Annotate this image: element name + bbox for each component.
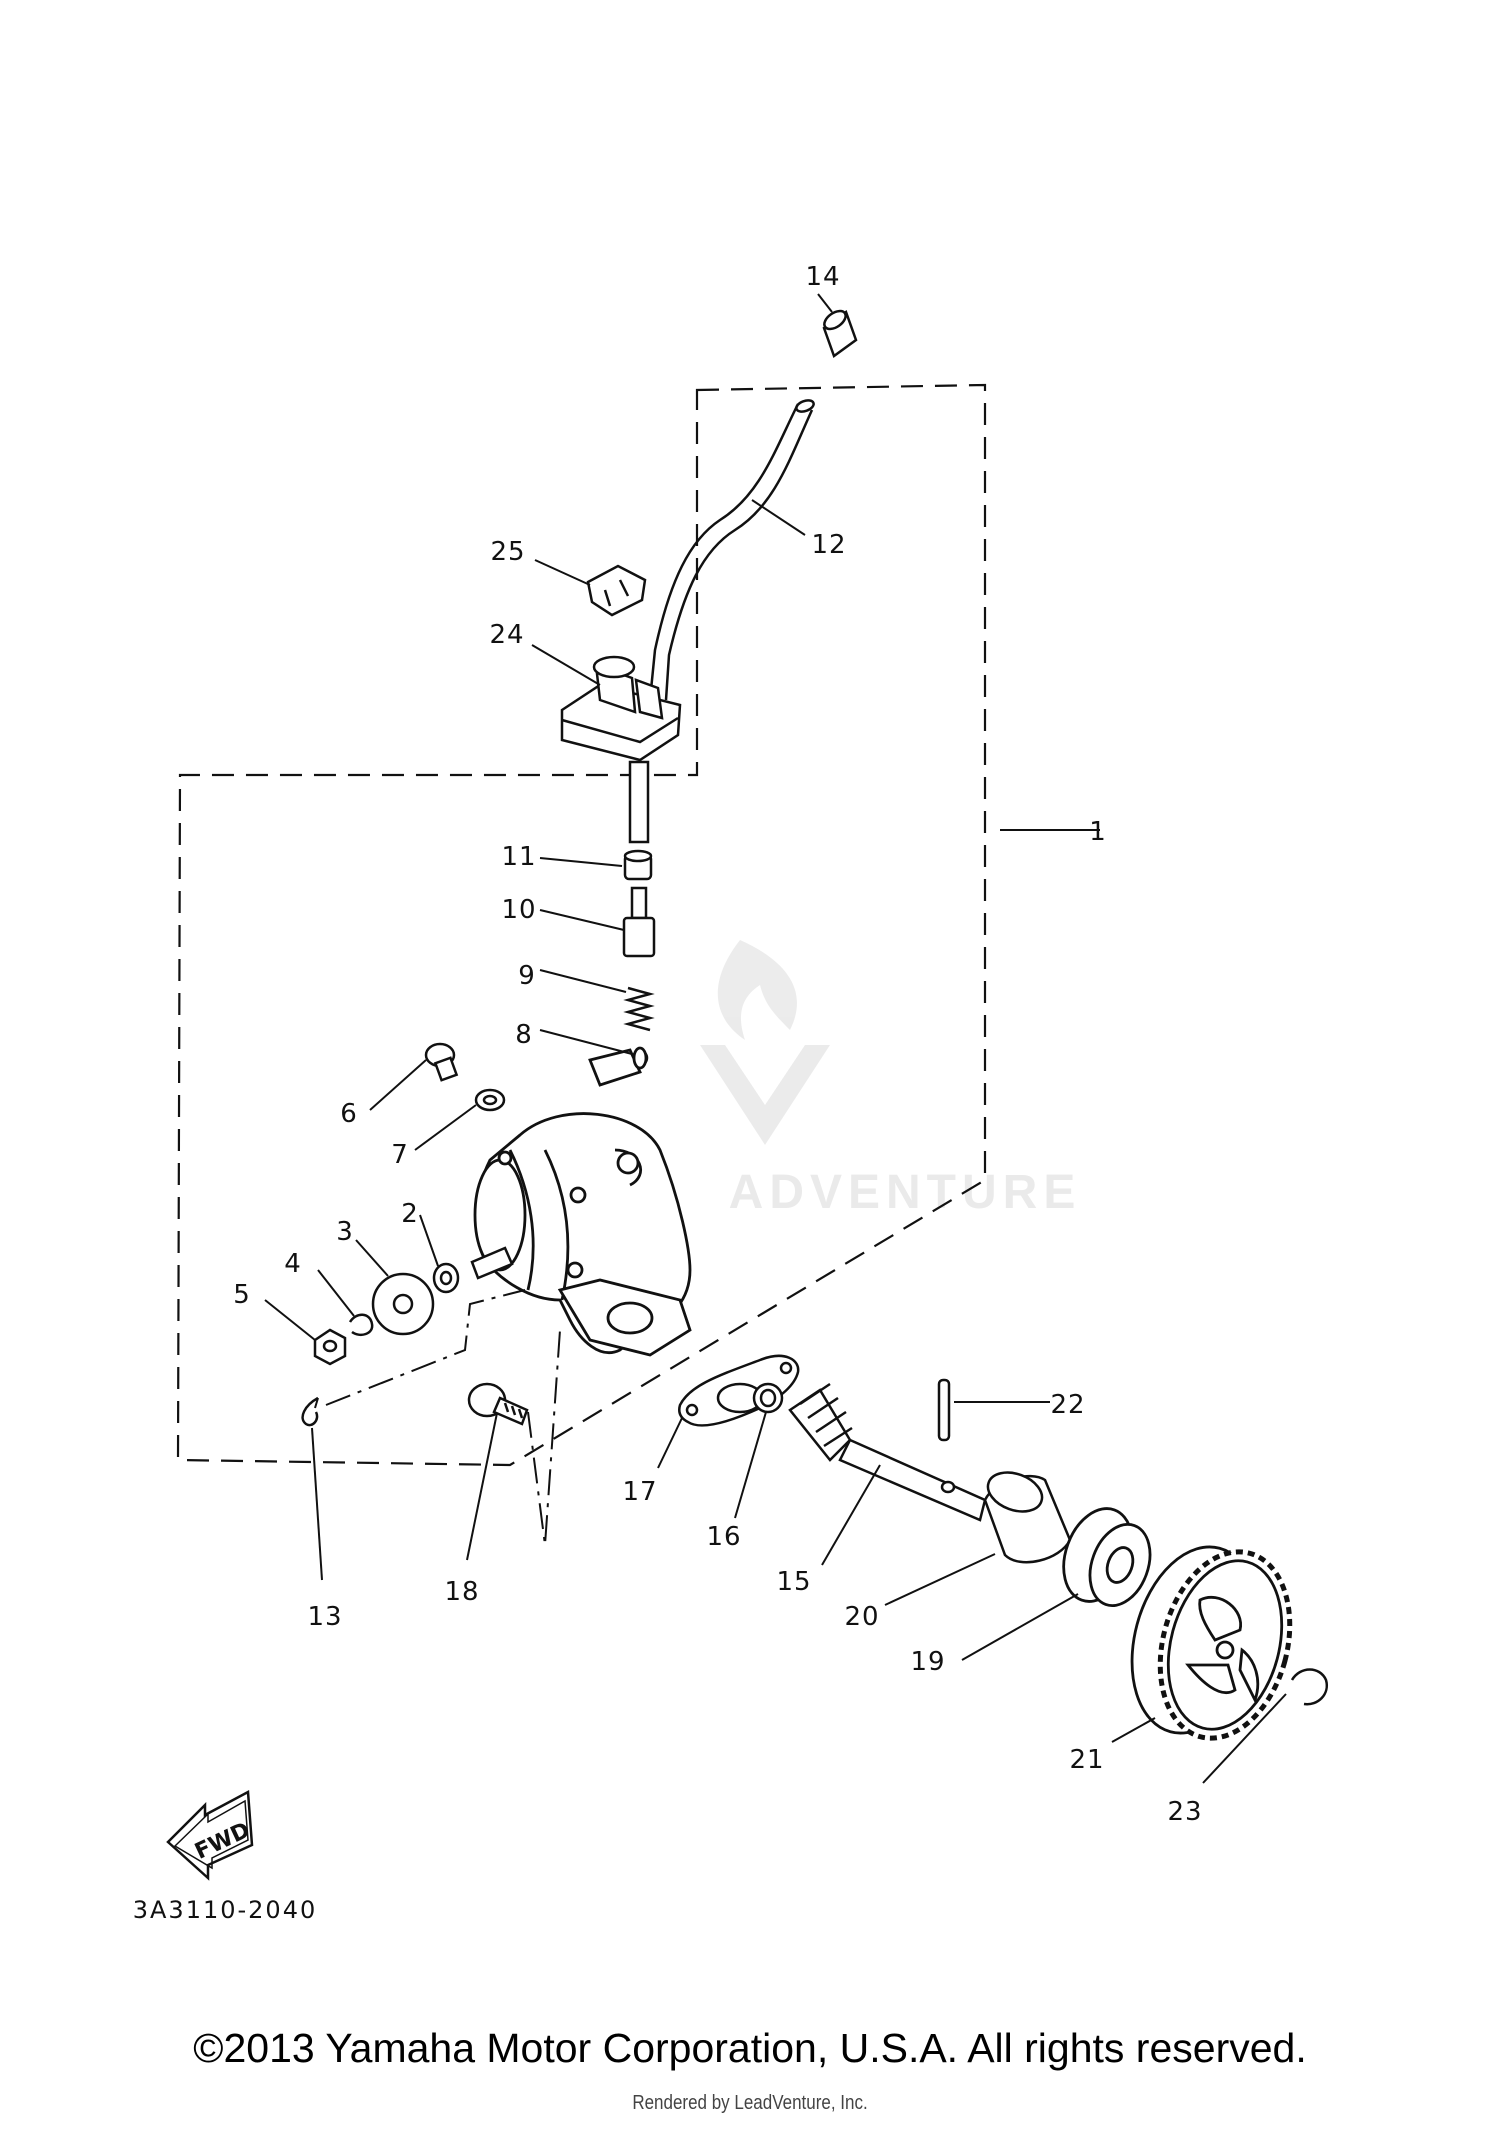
label-21: 21: [1069, 1745, 1104, 1775]
part-5-nut: [313, 1328, 347, 1366]
label-11: 11: [501, 842, 536, 872]
assembly-boundary: [176, 383, 987, 1467]
fwd-arrow-icon: FWD: [166, 1789, 254, 1881]
part-15-shaft: [788, 1382, 987, 1522]
part-10-fitting: [622, 886, 656, 958]
label-23: 23: [1167, 1797, 1202, 1827]
label-12: 12: [811, 530, 846, 560]
label-22: 22: [1050, 1390, 1085, 1420]
leader-lines: [264, 293, 1287, 1784]
label-25: 25: [490, 537, 525, 567]
part-14-cap: [822, 309, 858, 358]
watermark-text: ADVENTURE: [729, 1166, 1082, 1219]
part-6-bolt: [424, 1042, 459, 1082]
label-17: 17: [622, 1477, 657, 1507]
label-9: 9: [518, 961, 536, 991]
label-2: 2: [401, 1199, 419, 1229]
label-15: 15: [776, 1567, 811, 1597]
label-14: 14: [805, 262, 840, 292]
part-9-spring: [623, 986, 655, 1032]
label-6: 6: [340, 1099, 358, 1129]
part-13-clip: [301, 1396, 319, 1427]
part-19-bearing: [1062, 1507, 1152, 1608]
label-10: 10: [501, 895, 536, 925]
label-7: 7: [391, 1140, 409, 1170]
part-18-bolt: [467, 1382, 529, 1426]
copyright-notice: ©2013 Yamaha Motor Corporation, U.S.A. A…: [193, 2025, 1307, 2071]
alignment-lines: [325, 1289, 561, 1546]
part-24-holder: [560, 655, 682, 762]
part-2-washer: [432, 1262, 460, 1294]
label-4: 4: [284, 1249, 302, 1279]
label-3: 3: [336, 1217, 354, 1247]
label-8: 8: [515, 1020, 533, 1050]
part-3-plate: [371, 1272, 435, 1336]
label-20: 20: [844, 1602, 879, 1632]
part-7-washer: [474, 1088, 506, 1112]
part-23-circlip: [1290, 1668, 1329, 1706]
part-20-collar: [983, 1471, 1072, 1564]
label-13: 13: [307, 1602, 342, 1632]
label-24: 24: [489, 620, 524, 650]
part-labels: 14 12 25 24 1 11 10 9 8 6 7 2 3 4 5 22 1…: [233, 262, 1202, 1827]
part-tube: [628, 760, 650, 844]
label-5: 5: [233, 1280, 251, 1310]
part-17-gasket: [678, 1354, 800, 1427]
part-25-clip: [586, 564, 647, 617]
pump-shaft: [470, 1246, 514, 1280]
label-1: 1: [1089, 817, 1107, 847]
watermark-logo: ADVENTURE: [700, 940, 1082, 1219]
part-4-lockwasher: [348, 1313, 374, 1336]
label-18: 18: [444, 1577, 479, 1607]
oil-pump-body: [473, 1046, 692, 1357]
part-22-pin: [937, 1378, 951, 1442]
diagram-reference: 3A3110-2040: [133, 1896, 318, 1924]
label-19: 19: [910, 1647, 945, 1677]
part-21-gear: [1130, 1545, 1293, 1741]
part-16-oring: [752, 1382, 784, 1414]
part-11-sleeve: [623, 849, 653, 881]
part-12-hose: [648, 399, 815, 701]
rendered-by: Rendered by LeadVenture, Inc.: [632, 2092, 868, 2114]
label-16: 16: [706, 1522, 741, 1552]
